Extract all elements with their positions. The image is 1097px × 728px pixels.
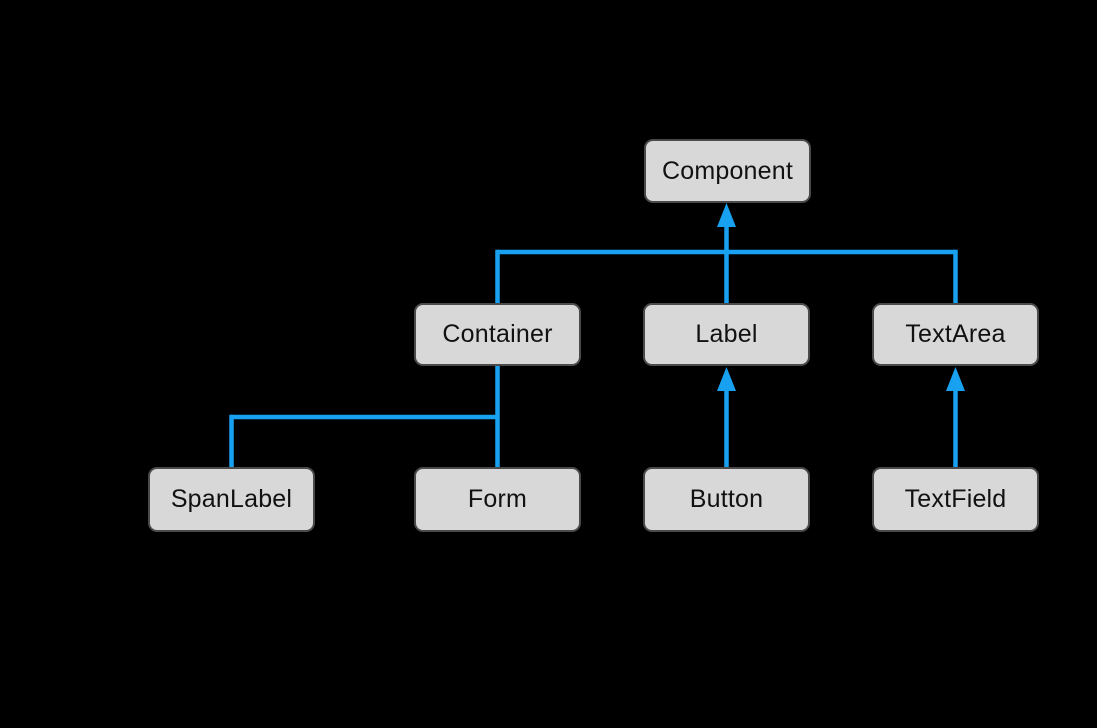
node-component: Component <box>644 139 811 203</box>
node-textarea: TextArea <box>872 303 1039 366</box>
arrowhead-into-textarea <box>946 367 965 391</box>
node-spanlabel: SpanLabel <box>148 467 315 532</box>
node-component-label: Component <box>661 156 794 185</box>
node-textfield-label: TextField <box>904 485 1007 513</box>
node-button: Button <box>643 467 810 532</box>
arrowhead-into-component <box>717 203 736 227</box>
node-spanlabel-label: SpanLabel <box>170 485 293 513</box>
node-container-label: Container <box>442 320 553 348</box>
node-label: Label <box>643 303 810 366</box>
node-textfield: TextField <box>872 467 1039 532</box>
connector-textfield-textarea <box>946 367 965 467</box>
connector-component-children <box>495 203 958 303</box>
node-form: Form <box>414 467 581 532</box>
connector-container-children <box>229 366 500 467</box>
node-container: Container <box>414 303 581 366</box>
arrowhead-into-label <box>717 367 736 391</box>
node-button-label: Button <box>689 485 764 513</box>
node-form-label: Form <box>467 485 528 513</box>
node-label-label: Label <box>695 320 758 348</box>
node-textarea-label: TextArea <box>905 320 1006 348</box>
connector-button-label <box>717 367 736 467</box>
